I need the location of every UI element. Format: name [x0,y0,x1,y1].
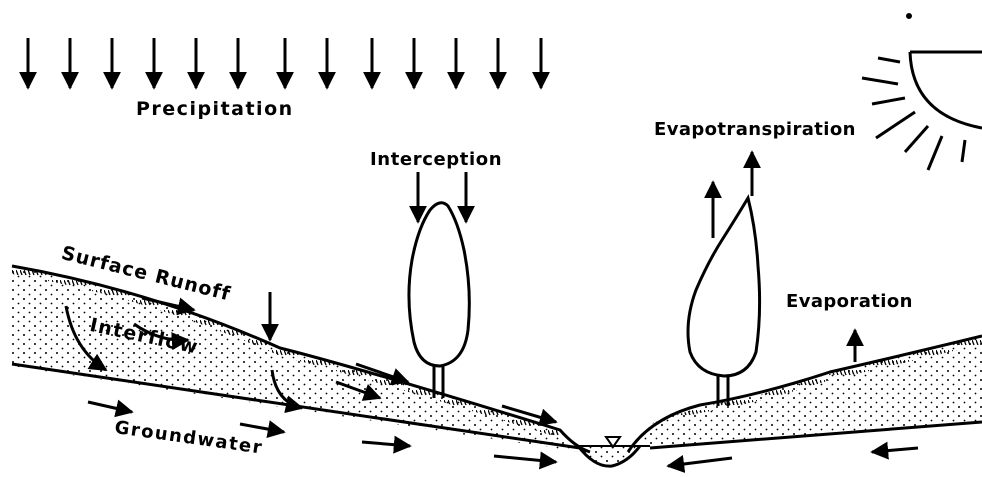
groundwater-arrow [668,458,732,466]
groundwater-arrow [872,448,918,452]
groundwater-arrow [362,442,410,446]
groundwater-arrow [88,402,132,412]
precipitation-arrows [28,38,541,88]
evapotranspiration-label: Evapotranspiration [654,121,856,139]
tree-icon [688,198,760,406]
tree-icon [409,203,469,398]
sun-icon [862,15,982,171]
precipitation-label: Precipitation [136,100,294,119]
interception-label: Interception [370,151,502,169]
groundwater-arrow [494,456,556,462]
groundwater-arrow [240,424,284,432]
stream-channel [578,446,640,466]
evaporation-label: Evaporation [786,293,913,311]
